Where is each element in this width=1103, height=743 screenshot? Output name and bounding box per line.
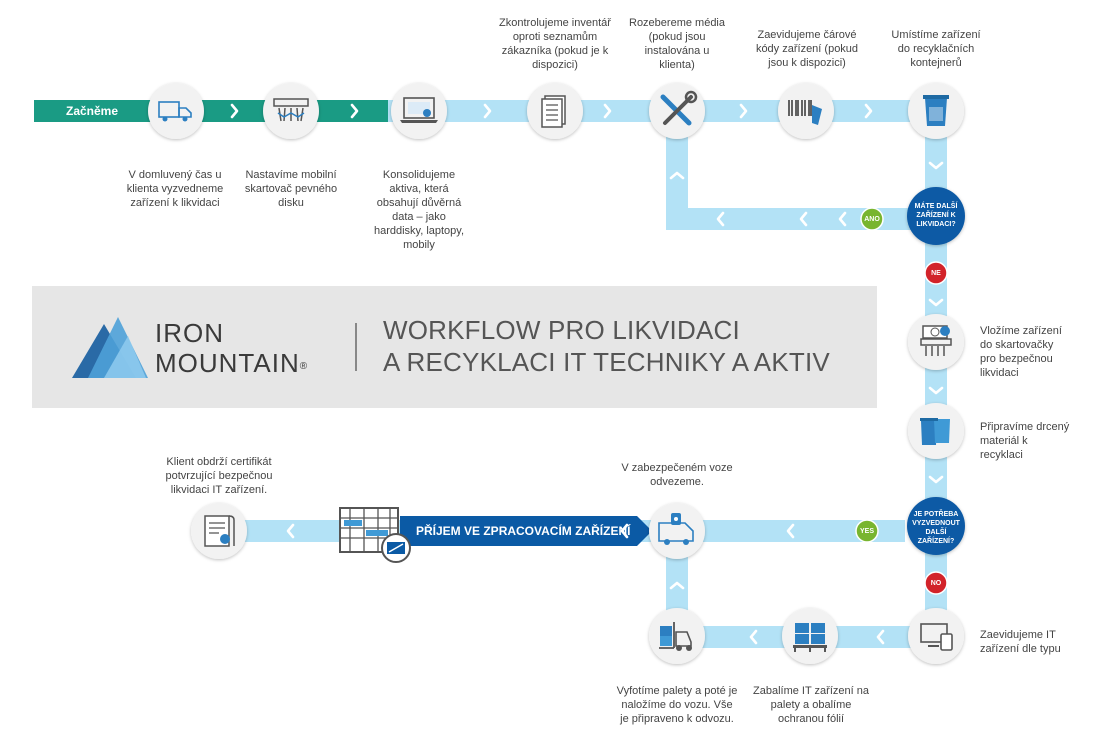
ne-badge-label: NE — [931, 270, 941, 277]
barcode-icon — [778, 83, 834, 139]
step-pickup-text: V domluvený čas u klienta vyzvedneme zař… — [126, 169, 224, 209]
step-photo-text: Vyfotíme palety a poté je naložíme do vo… — [616, 685, 738, 725]
pallet-icon — [782, 608, 838, 664]
forklift-icon — [649, 608, 705, 664]
bin-icon — [908, 83, 964, 139]
ano-badge — [860, 207, 884, 231]
certificate-icon — [191, 503, 247, 559]
step-certificate-text: Klient obdrží certifikát potvrzující bez… — [165, 456, 273, 496]
ne-badge — [924, 261, 948, 285]
no-badge — [924, 571, 948, 595]
step-pallets-text: Zabalíme IT zařízení na palety a obalíme… — [753, 685, 869, 725]
disk-shredder-icon — [908, 314, 964, 370]
banner-divider — [355, 323, 357, 371]
step-inventory-text: Zkontrolujeme inventář oproti seznamům z… — [499, 17, 611, 71]
devices-icon — [908, 608, 964, 664]
laptop-icon — [391, 83, 447, 139]
step-barcode-text: Zaevidujeme čárové kódy zařízení (pokud … — [755, 29, 859, 69]
step-shredder-text: Nastavíme mobilní skartovač pevného disk… — [244, 169, 338, 209]
step-truck-text: V zabezpečeném voze odvezeme. — [621, 462, 733, 488]
receiving-band — [400, 516, 637, 546]
tools-icon — [649, 83, 705, 139]
logo-wordmark: IRON MOUNTAIN® — [155, 318, 309, 378]
step-shred-secure-text: Vložíme zařízení do skartovačky pro bezp… — [980, 325, 1062, 379]
step-by-type-text: Zaevidujeme IT zařízení dle typu — [980, 629, 1061, 655]
truck-icon — [148, 83, 204, 139]
start-label: Začněme — [66, 104, 119, 118]
yes-badge — [855, 519, 879, 543]
decision-more-pickup-label: JE POTŘEBA VYZVEDNOUT DALŠÍ ZAŘÍZENÍ? — [912, 511, 960, 545]
page-title: WORKFLOW PRO LIKVIDACI A RECYKLACI IT TE… — [383, 315, 830, 377]
step-containers-text: Umístíme zařízení do recyklačních kontej… — [891, 29, 981, 69]
van-icon — [649, 503, 705, 559]
title-banner — [32, 286, 877, 408]
yes-badge-label: YES — [859, 528, 874, 535]
iron-mountain-logo-overlay — [72, 316, 152, 385]
shredder-icon — [263, 83, 319, 139]
receiving-label: PŘÍJEM VE ZPRACOVACÍM ZAŘÍZENÍ — [416, 524, 631, 538]
decision-more-devices-label: MÁTE DALŠÍ ZAŘÍZENÍ K LIKVIDACI? — [914, 203, 958, 228]
bins-icon — [908, 403, 964, 459]
decision-more-devices — [907, 187, 965, 245]
step-consolidate-text: Konsolidujeme aktiva, která obsahují dův… — [373, 169, 465, 251]
decision-more-pickup — [907, 497, 965, 555]
step-prepare-text: Připravíme drcený materiál k recyklaci — [980, 421, 1070, 461]
no-badge-label: NO — [930, 580, 942, 587]
ano-badge-label: ANO — [864, 216, 880, 223]
step-disassemble-text: Rozebereme média (pokud jsou instalována… — [629, 17, 725, 71]
document-icon — [527, 83, 583, 139]
building-icon — [339, 507, 411, 563]
